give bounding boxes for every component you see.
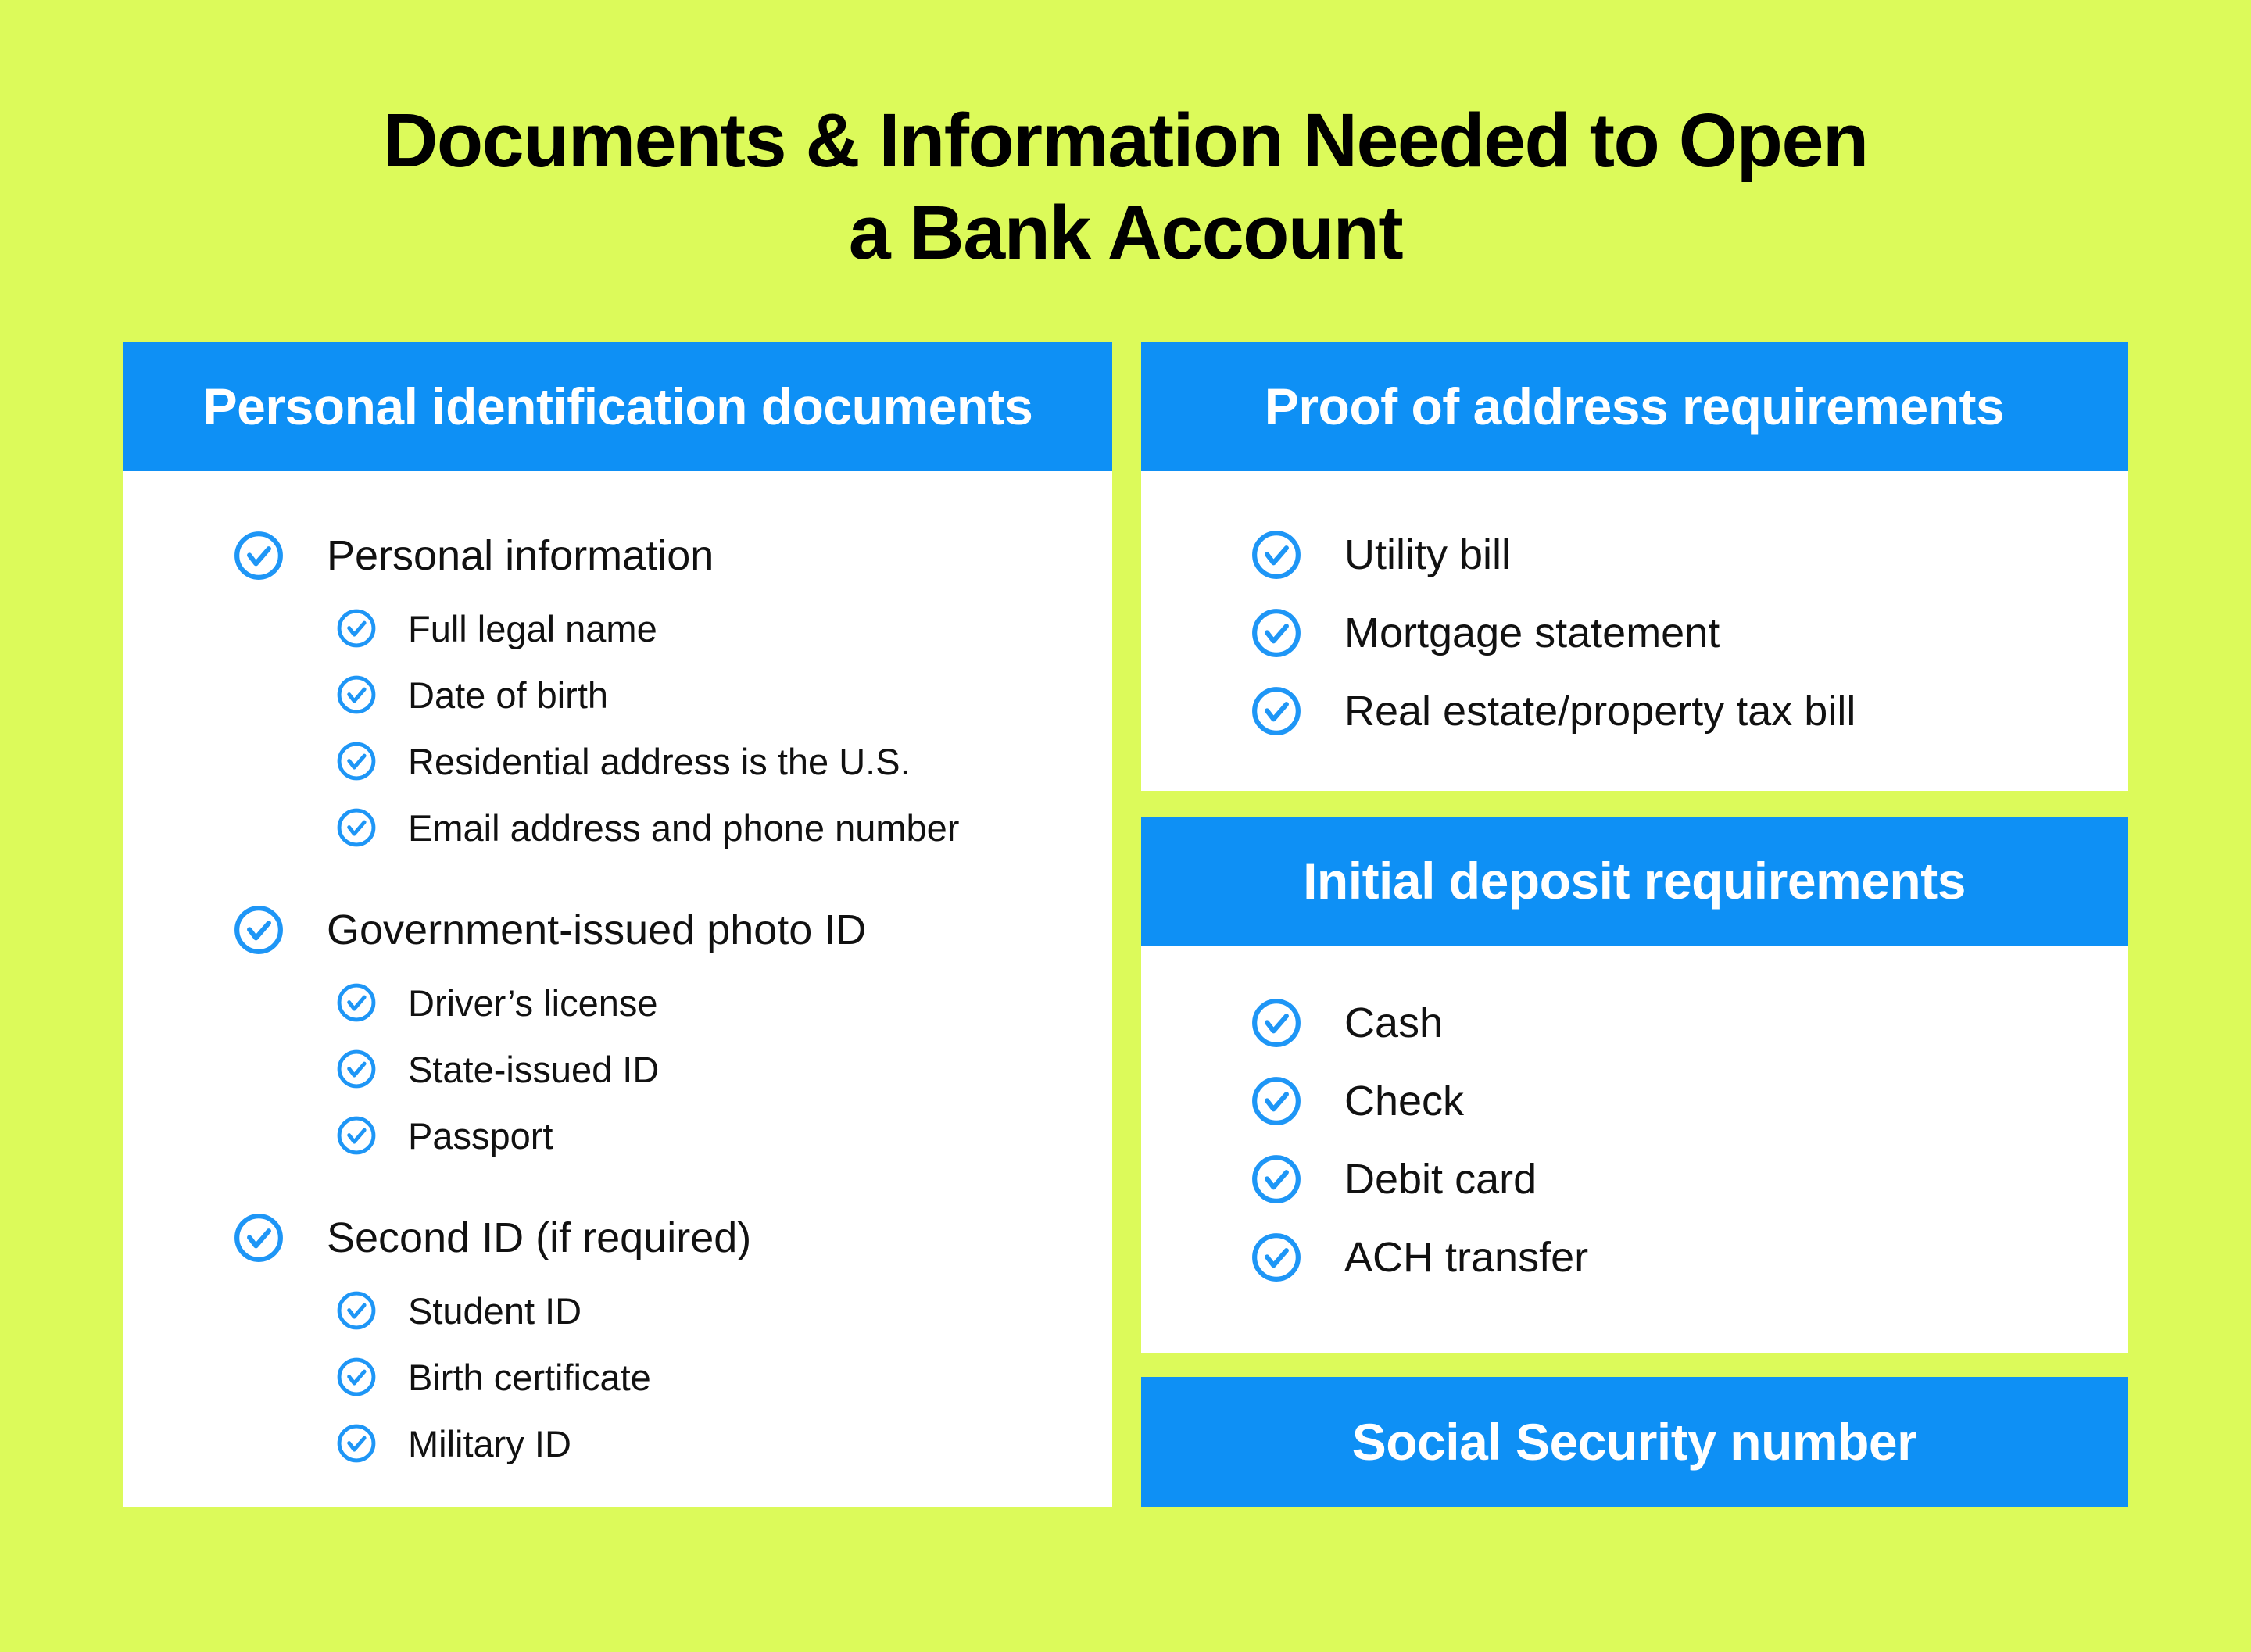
check-circle-icon bbox=[336, 1357, 377, 1397]
section-gap bbox=[1141, 1353, 2128, 1377]
checklist-item: Debit card bbox=[1141, 1153, 2128, 1205]
checklist-item-label: Date of birth bbox=[408, 674, 609, 716]
check-circle-icon bbox=[233, 904, 285, 956]
check-circle-icon bbox=[1251, 1153, 1302, 1205]
personal-id-card-header: Personal identification documents bbox=[123, 341, 1112, 471]
checklist-item-label: Birth certificate bbox=[408, 1356, 651, 1398]
proof-of-address-header: Proof of address requirements bbox=[1141, 341, 2128, 471]
checklist-group: Second ID (if required) Student ID Birth c… bbox=[123, 1212, 1112, 1465]
checklist-item: Government-issued photo ID bbox=[123, 904, 1112, 956]
checklist-item: Personal information bbox=[123, 530, 1112, 581]
checklist-item-label: Second ID (if required) bbox=[327, 1214, 752, 1261]
check-circle-icon bbox=[336, 1290, 377, 1331]
checklist-item: State-issued ID bbox=[123, 1048, 1112, 1091]
checklist-item-label: Debit card bbox=[1344, 1155, 1537, 1203]
checklist-item-label: Military ID bbox=[408, 1422, 571, 1464]
checklist-item: Passport bbox=[123, 1114, 1112, 1157]
checklist-item-label: Cash bbox=[1344, 999, 1444, 1046]
initial-deposit-header: Initial deposit requirements bbox=[1141, 816, 2128, 946]
check-circle-icon bbox=[336, 1049, 377, 1089]
ssn-banner-title: Social Security number bbox=[1351, 1413, 1917, 1471]
checklist-item: Second ID (if required) bbox=[123, 1212, 1112, 1264]
check-circle-icon bbox=[1251, 1232, 1302, 1283]
proof-of-address-title: Proof of address requirements bbox=[1264, 377, 2005, 436]
checklist-item-label: Student ID bbox=[408, 1289, 582, 1332]
check-circle-icon bbox=[1251, 1075, 1302, 1127]
checklist-item-label: Real estate/property tax bill bbox=[1344, 687, 1856, 735]
check-circle-icon bbox=[336, 741, 377, 781]
checklist-item-label: Check bbox=[1344, 1077, 1465, 1125]
check-circle-icon bbox=[233, 530, 285, 581]
check-circle-icon bbox=[336, 608, 377, 649]
checklist-item: Real estate/property tax bill bbox=[1141, 685, 2128, 737]
proof-of-address-card: Proof of address requirements Utility bi… bbox=[1141, 341, 2128, 791]
checklist-item: Driver’s license bbox=[123, 982, 1112, 1024]
checklist-group: Government-issued photo ID Driver’s licen… bbox=[123, 904, 1112, 1157]
checklist-item: Cash bbox=[1141, 997, 2128, 1049]
checklist-item: Check bbox=[1141, 1075, 2128, 1127]
checklist-item: Birth certificate bbox=[123, 1356, 1112, 1399]
initial-deposit-title: Initial deposit requirements bbox=[1303, 852, 1966, 910]
checklist-item-label: Full legal name bbox=[408, 607, 657, 649]
page-title-line1: Documents & Information Needed to Open bbox=[383, 97, 1869, 183]
personal-id-card-title: Personal identification documents bbox=[202, 377, 1033, 436]
check-circle-icon bbox=[336, 1115, 377, 1156]
checklist-item-label: Residential address is the U.S. bbox=[408, 740, 911, 782]
content-columns: Personal identification documents Person… bbox=[0, 341, 2251, 1507]
right-column: Proof of address requirements Utility bi… bbox=[1141, 341, 2128, 1507]
checklist-item-label: Mortgage statement bbox=[1344, 609, 1720, 656]
check-circle-icon bbox=[233, 1212, 285, 1264]
checklist-item: Student ID bbox=[123, 1289, 1112, 1332]
checklist-item: ACH transfer bbox=[1141, 1232, 2128, 1283]
checklist-item-label: Passport bbox=[408, 1114, 553, 1157]
checklist-item-label: Utility bill bbox=[1344, 531, 1512, 578]
checklist-item-label: Driver’s license bbox=[408, 982, 658, 1024]
checklist-item: Residential address is the U.S. bbox=[123, 740, 1112, 783]
checklist-item: Mortgage statement bbox=[1141, 607, 2128, 659]
checklist-item: Utility bill bbox=[1141, 529, 2128, 581]
check-circle-icon bbox=[336, 674, 377, 715]
page-title-line2: a Bank Account bbox=[848, 190, 1404, 276]
check-circle-icon bbox=[336, 982, 377, 1023]
checklist-item: Military ID bbox=[123, 1422, 1112, 1465]
check-circle-icon bbox=[1251, 685, 1302, 737]
section-gap bbox=[1141, 791, 2128, 817]
check-circle-icon bbox=[336, 807, 377, 848]
checklist-item-label: ACH transfer bbox=[1344, 1233, 1589, 1281]
checklist-item-label: Personal information bbox=[327, 531, 714, 579]
check-circle-icon bbox=[1251, 607, 1302, 659]
checklist-item-label: Email address and phone number bbox=[408, 806, 960, 849]
checklist-item: Date of birth bbox=[123, 674, 1112, 717]
checklist-item: Full legal name bbox=[123, 607, 1112, 650]
personal-id-card: Personal identification documents Person… bbox=[123, 341, 1112, 1507]
check-circle-icon bbox=[1251, 529, 1302, 581]
check-circle-icon bbox=[336, 1423, 377, 1464]
checklist-item: Email address and phone number bbox=[123, 806, 1112, 849]
checklist-item-label: Government-issued photo ID bbox=[327, 906, 867, 953]
ssn-banner: Social Security number bbox=[1141, 1376, 2128, 1507]
checklist-item-label: State-issued ID bbox=[408, 1048, 660, 1090]
check-circle-icon bbox=[1251, 997, 1302, 1049]
